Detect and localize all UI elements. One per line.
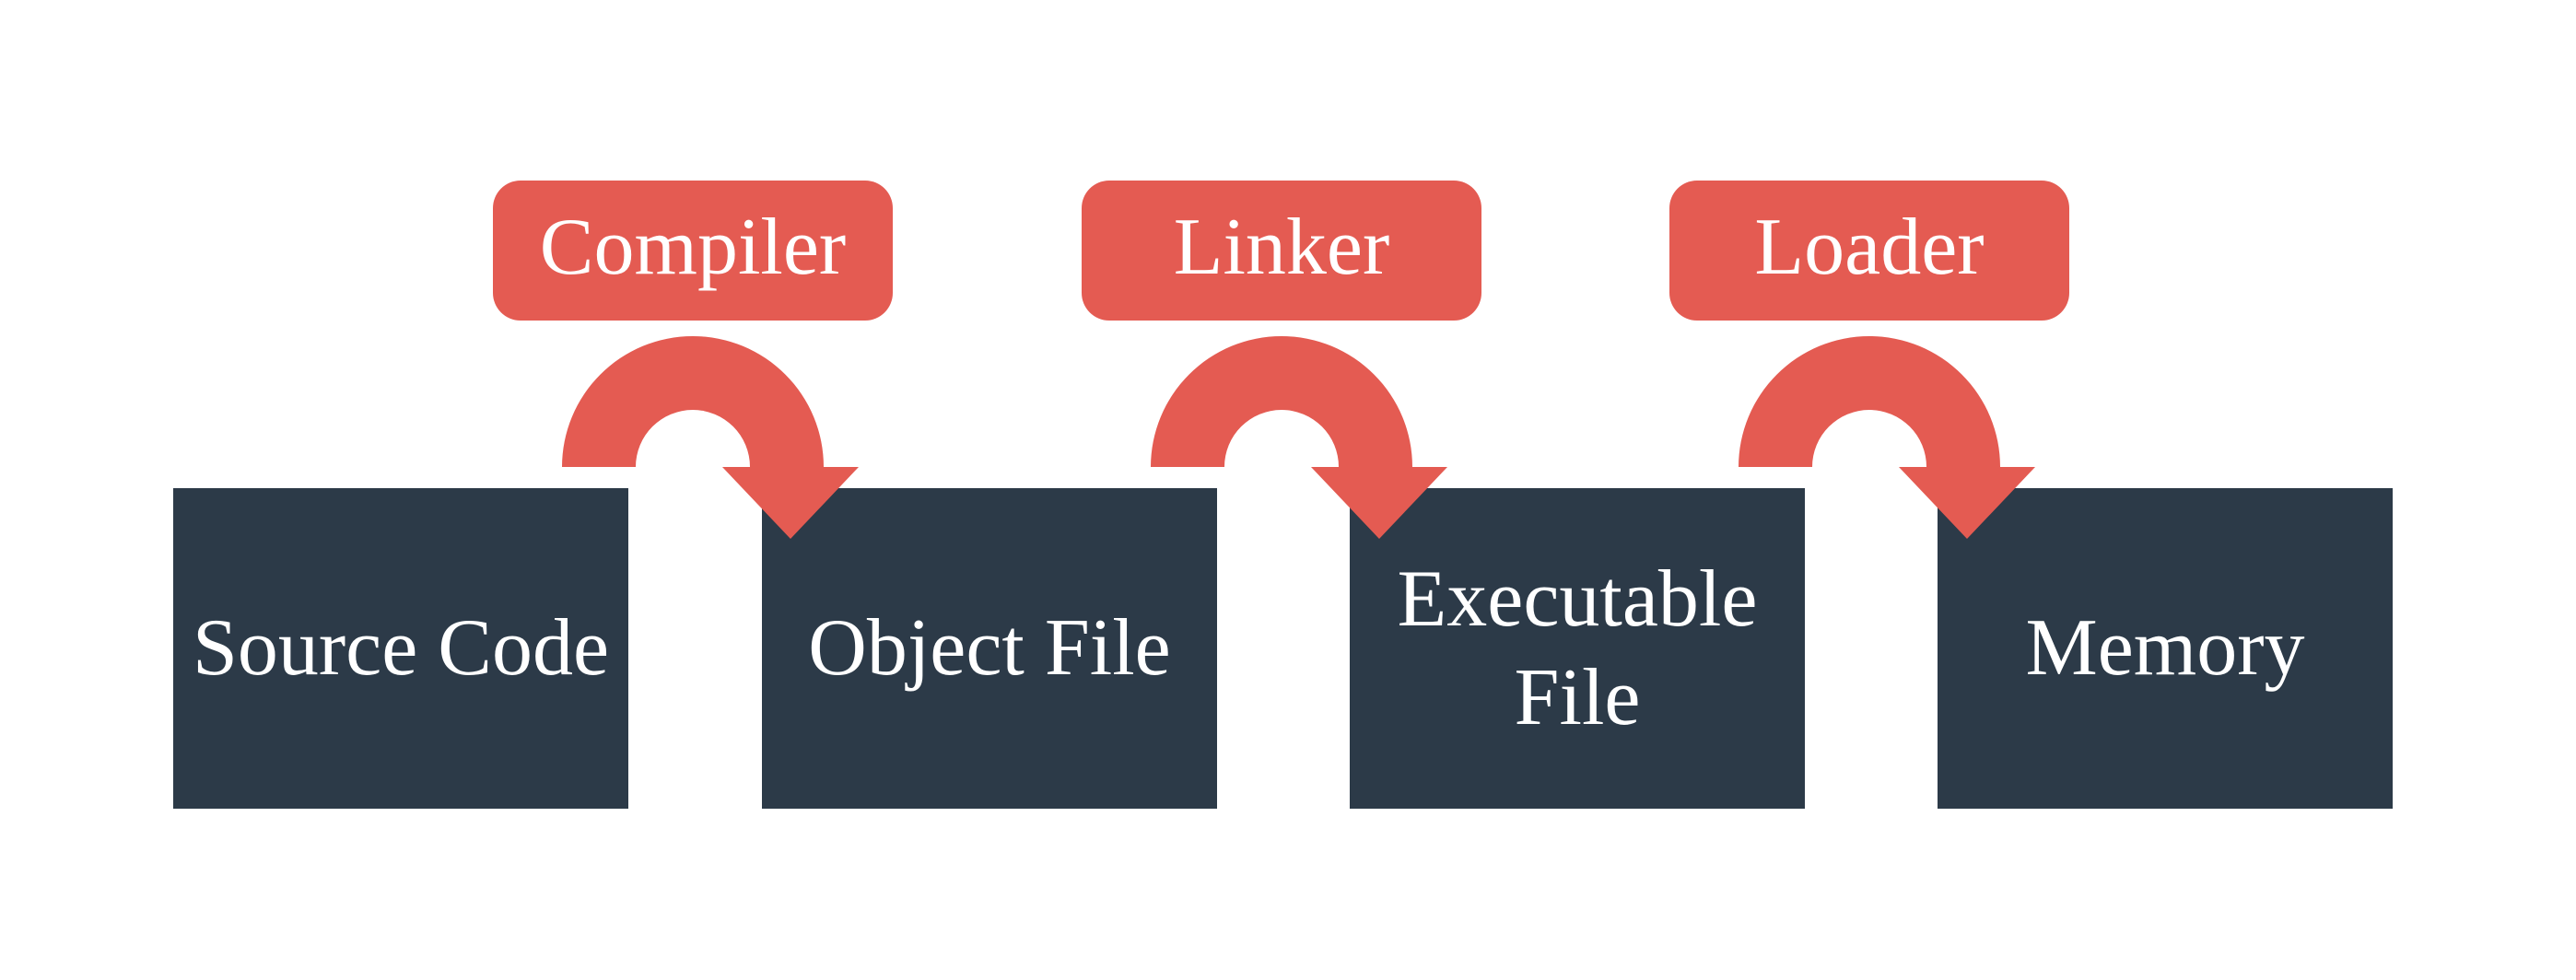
- node-object-file: Object File: [762, 488, 1217, 809]
- process-badge-loader: Loader: [1669, 181, 2069, 321]
- curved-arrow-shape: [562, 336, 859, 539]
- curved-arrow-loader-icon: [1739, 336, 2035, 539]
- process-badge-linker: Linker: [1082, 181, 1481, 321]
- node-object-file-label: Object File: [808, 603, 1171, 694]
- curved-arrow-shape: [1739, 336, 2035, 539]
- node-executable-file: Executable File: [1350, 488, 1805, 809]
- process-badge-linker-label: Linker: [1173, 203, 1390, 292]
- process-badge-loader-label: Loader: [1754, 203, 1985, 292]
- node-memory-label: Memory: [2025, 603, 2305, 694]
- node-source-code: Source Code: [173, 488, 628, 809]
- curved-arrow-shape: [1151, 336, 1447, 539]
- process-badge-compiler: Compiler: [493, 181, 893, 321]
- process-badge-compiler-label: Compiler: [539, 203, 847, 292]
- node-source-code-label: Source Code: [192, 603, 610, 694]
- node-memory: Memory: [1938, 488, 2393, 809]
- node-executable-file-label: Executable File: [1397, 554, 1758, 742]
- curved-arrow-compiler-icon: [562, 336, 859, 539]
- curved-arrow-linker-icon: [1151, 336, 1447, 539]
